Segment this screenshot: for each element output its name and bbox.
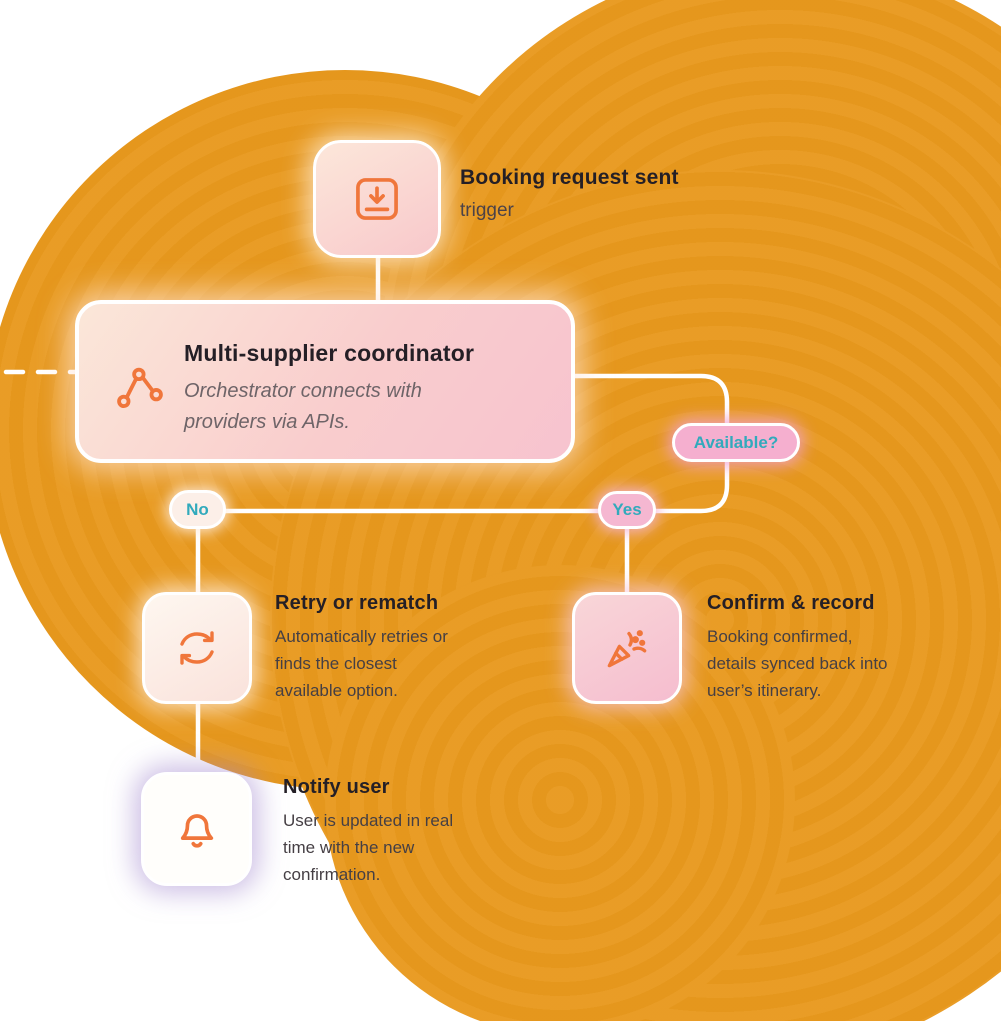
branch-pill-no: No	[169, 490, 226, 529]
inbox-in-icon	[351, 173, 403, 225]
notify-node	[141, 772, 252, 886]
retry-title: Retry or rematch	[275, 592, 439, 614]
retry-description: Automatically retries or finds the close…	[275, 627, 448, 701]
trigger-subtitle: trigger	[460, 200, 514, 221]
decision-label: Available?	[693, 432, 779, 452]
notify-label: Notify user User is updated in real time…	[283, 776, 455, 889]
notify-title: Notify user	[283, 776, 390, 798]
notify-description: User is updated in real time with the ne…	[283, 811, 454, 885]
retry-loop-icon	[173, 624, 221, 672]
confirm-label: Confirm & record Booking confirmed, deta…	[707, 592, 903, 705]
workflow-nodes-icon	[113, 362, 167, 416]
trigger-title: Booking request sent	[460, 166, 679, 189]
trigger-node	[313, 140, 441, 258]
trigger-label: Booking request sent trigger	[460, 166, 679, 222]
bell-icon	[171, 803, 223, 855]
party-popper-icon	[603, 624, 651, 672]
coordinator-node: Multi-supplier coordinator Orchestrator …	[75, 300, 575, 463]
branch-pill-yes: Yes	[598, 491, 656, 529]
background-blob-bottom	[325, 565, 795, 1021]
decision-pill-available: Available?	[672, 423, 800, 462]
branch-yes-label: Yes	[612, 500, 642, 519]
confirm-node	[572, 592, 682, 704]
retry-label: Retry or rematch Automatically retries o…	[275, 592, 457, 705]
retry-node	[142, 592, 252, 704]
coordinator-description: Orchestrator connects with providers via…	[184, 380, 422, 433]
confirm-description: Booking confirmed, details synced back i…	[707, 627, 888, 701]
branch-no-label: No	[186, 499, 209, 519]
confirm-title: Confirm & record	[707, 592, 875, 614]
coordinator-title: Multi-supplier coordinator	[184, 340, 475, 366]
